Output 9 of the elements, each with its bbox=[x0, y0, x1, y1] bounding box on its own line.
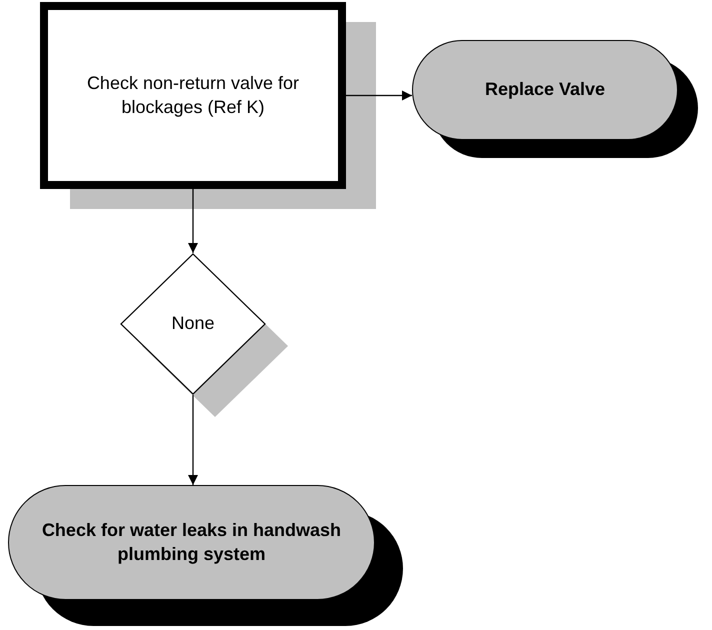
arrow bbox=[188, 189, 198, 253]
node-label: Replace Valve bbox=[484, 78, 606, 102]
node-label: None bbox=[170, 312, 216, 336]
process-box bbox=[40, 2, 346, 189]
node-label: Check non-return valve for blockages (Ref K) bbox=[86, 72, 300, 119]
decision-diamond bbox=[120, 253, 266, 395]
arrow bbox=[188, 395, 198, 485]
node-label: Check for water leaks in handwash plumbing system bbox=[40, 519, 342, 566]
arrow bbox=[346, 90, 412, 100]
